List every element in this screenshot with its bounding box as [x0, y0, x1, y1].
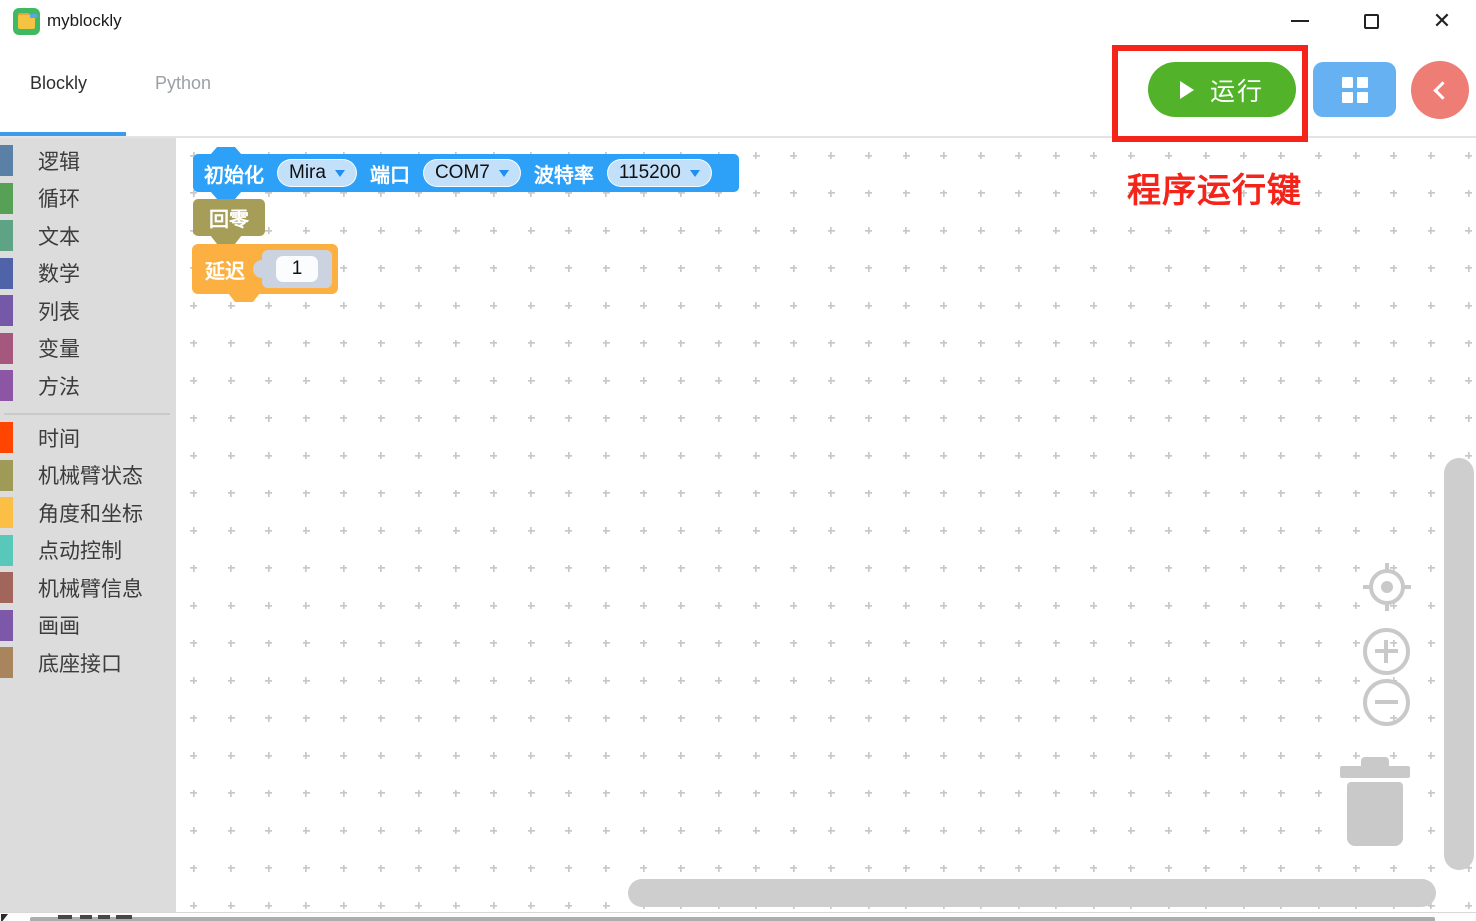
category-color-chip: [0, 422, 13, 453]
sidebar-item-list[interactable]: 列表: [0, 292, 176, 329]
sidebar-item-label: 底座接口: [38, 652, 122, 676]
block-home-label: 回零: [209, 209, 249, 231]
app-icon: [13, 8, 40, 35]
toolbox-sidebar: 逻辑 循环 文本 数学 列表 变量 方法 时间: [0, 138, 176, 912]
close-icon: ✕: [1432, 8, 1452, 33]
sidebar-item-time[interactable]: 时间: [0, 419, 176, 456]
sidebar-item-label: 点动控制: [38, 540, 122, 563]
baud-value: 115200: [618, 162, 681, 183]
window-title: myblockly: [47, 11, 122, 30]
sidebar-item-logic[interactable]: 逻辑: [0, 142, 176, 179]
sidebar-item-loop[interactable]: 循环: [0, 180, 176, 217]
tab-python[interactable]: Python: [155, 73, 212, 93]
sidebar-item-base-interface[interactable]: 底座接口: [0, 644, 176, 681]
baud-dropdown[interactable]: 115200: [606, 159, 712, 187]
port-value: COM7: [434, 162, 490, 183]
device-dropdown[interactable]: Mira: [277, 159, 357, 187]
sidebar-item-math[interactable]: 数学: [0, 255, 176, 292]
category-color-chip: [0, 145, 13, 176]
cursor-arrow-icon: [1, 914, 8, 921]
center-view-button[interactable]: [1363, 563, 1411, 611]
sidebar-item-label: 画画: [38, 615, 80, 638]
maximize-button[interactable]: [1355, 6, 1387, 36]
block-init[interactable]: 初始化 Mira 端口 COM7 波特率 115200: [193, 154, 739, 192]
delay-value-socket: 1: [253, 250, 332, 288]
play-icon: [1179, 80, 1194, 99]
block-notch: [228, 293, 260, 302]
sidebar-item-label: 循环: [38, 188, 80, 211]
chevron-left-icon: [1432, 80, 1452, 100]
bottom-clipped-strip: [0, 912, 1476, 921]
sidebar-item-variable[interactable]: 变量: [0, 330, 176, 367]
zoom-in-icon: [1363, 628, 1410, 675]
sidebar-item-label: 变量: [38, 338, 80, 361]
socket-tab: [253, 260, 264, 278]
category-color-chip: [0, 534, 13, 566]
category-color-chip: [0, 572, 13, 603]
sidebar-group-separator: [4, 413, 170, 415]
sidebar-item-text[interactable]: 文本: [0, 217, 176, 254]
category-color-chip: [0, 497, 13, 528]
block-notch: [210, 235, 242, 244]
category-color-chip: [0, 370, 13, 401]
grid-icon: [1341, 76, 1368, 103]
port-dropdown[interactable]: COM7: [422, 159, 521, 187]
category-color-chip: [0, 257, 13, 289]
layout-grid-button[interactable]: [1313, 62, 1396, 117]
active-tab-underline: [0, 132, 126, 136]
block-delay-label: 延迟: [205, 260, 245, 283]
title-bar: myblockly ✕: [0, 0, 1476, 45]
sidebar-item-label: 列表: [38, 300, 80, 324]
sidebar-item-drawing[interactable]: 画画: [0, 607, 176, 644]
delay-value-field[interactable]: 1: [276, 256, 318, 282]
sidebar-item-label: 机械臂状态: [38, 465, 143, 488]
block-home[interactable]: 回零: [193, 199, 265, 236]
close-button[interactable]: ✕: [1426, 6, 1458, 36]
category-color-chip: [0, 182, 13, 214]
tab-blockly[interactable]: Blockly: [30, 73, 88, 93]
port-label: 端口: [369, 164, 410, 187]
run-button[interactable]: 运行: [1148, 62, 1296, 117]
sidebar-item-label: 文本: [38, 225, 80, 249]
dropdown-arrow-icon: [334, 169, 345, 177]
workspace-canvas[interactable]: 初始化 Mira 端口 COM7 波特率 115200 回零 延迟: [176, 138, 1476, 912]
dropdown-arrow-icon: [498, 169, 509, 177]
device-value: Mira: [289, 162, 326, 183]
collapse-panel-button[interactable]: [1411, 61, 1469, 119]
sidebar-item-method[interactable]: 方法: [0, 367, 176, 404]
vertical-scrollbar[interactable]: [1444, 458, 1474, 870]
trash-button[interactable]: [1340, 757, 1410, 849]
zoom-out-icon: [1363, 679, 1410, 726]
zoom-out-button[interactable]: [1363, 679, 1410, 726]
category-color-chip: [0, 647, 13, 678]
minimize-button[interactable]: [1284, 6, 1316, 36]
category-color-chip: [0, 220, 13, 251]
sidebar-item-label: 数学: [38, 263, 80, 286]
sidebar-item-label: 角度和坐标: [38, 502, 143, 526]
sidebar-item-label: 方法: [38, 375, 80, 399]
category-color-chip: [0, 332, 13, 364]
dropdown-arrow-icon: [689, 169, 700, 177]
sidebar-item-label: 时间: [38, 427, 80, 451]
block-notch: [210, 147, 242, 155]
block-init-label: 初始化: [204, 164, 264, 187]
sidebar-item-label: 机械臂信息: [38, 577, 143, 601]
sidebar-item-arm-status[interactable]: 机械臂状态: [0, 457, 176, 494]
category-color-chip: [0, 609, 13, 641]
block-delay[interactable]: 延迟 1: [192, 244, 338, 294]
minimize-icon: [1291, 20, 1309, 22]
category-color-chip: [0, 459, 13, 491]
sidebar-item-label: 逻辑: [38, 150, 80, 174]
horizontal-scrollbar[interactable]: [628, 879, 1436, 907]
zoom-in-button[interactable]: [1363, 628, 1410, 675]
run-button-annotation-label: 程序运行键: [1127, 172, 1302, 210]
sidebar-item-jog-control[interactable]: 点动控制: [0, 532, 176, 569]
category-color-chip: [0, 295, 13, 326]
sidebar-item-arm-info[interactable]: 机械臂信息: [0, 569, 176, 606]
sidebar-item-angle-coordinate[interactable]: 角度和坐标: [0, 494, 176, 531]
run-button-label: 运行: [1209, 77, 1264, 106]
baud-label: 波特率: [533, 164, 594, 187]
block-notch: [210, 191, 242, 199]
maximize-icon: [1363, 13, 1379, 29]
